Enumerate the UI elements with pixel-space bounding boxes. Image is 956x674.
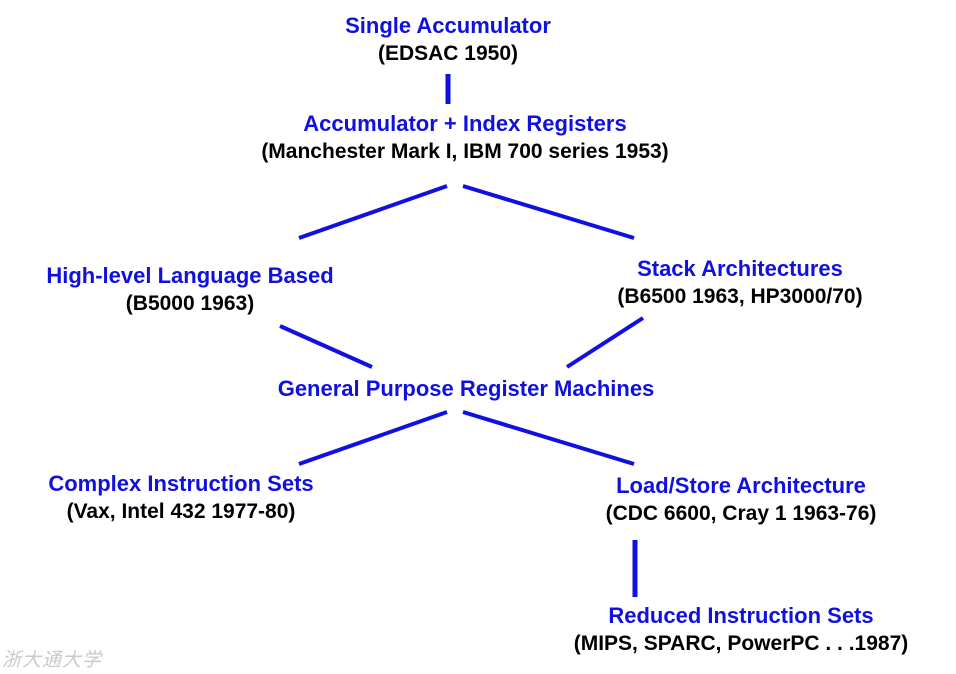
node-complex-instruction: Complex Instruction Sets (Vax, Intel 432… [48,470,313,526]
node-title: Accumulator + Index Registers [303,111,627,136]
node-title: Single Accumulator [345,13,551,38]
node-subtitle: (MIPS, SPARC, PowerPC . . .1987) [573,632,909,655]
node-subtitle: (Vax, Intel 432 1977-80) [66,500,296,523]
node-load-store: Load/Store Architecture (CDC 6600, Cray … [606,472,877,528]
node-accumulator-index: Accumulator + Index Registers (Mancheste… [261,110,668,166]
node-high-level-language: High-level Language Based (B5000 1963) [46,262,333,318]
edge-stack-to-general [565,316,645,369]
edge-general-to-complex [298,410,448,466]
node-subtitle: (B5000 1963) [125,292,255,315]
node-subtitle: (Manchester Mark I, IBM 700 series 1953) [261,140,669,163]
edge-accumulator-to-high-level [298,184,448,240]
edge-general-to-load-store [462,410,635,466]
node-subtitle: (B6500 1963, HP3000/70) [617,285,863,308]
node-reduced-instruction: Reduced Instruction Sets (MIPS, SPARC, P… [574,602,909,658]
node-general-purpose: General Purpose Register Machines [278,375,655,403]
node-title: Stack Architectures [637,256,843,281]
node-single-accumulator: Single Accumulator (EDSAC 1950) [345,12,551,68]
node-subtitle: (CDC 6600, Cray 1 1963-76) [605,502,877,525]
node-subtitle: (EDSAC 1950) [377,42,519,65]
node-title: Load/Store Architecture [616,473,866,498]
node-stack-architectures: Stack Architectures (B6500 1963, HP3000/… [617,255,862,311]
node-title: Complex Instruction Sets [48,471,314,496]
node-title: Reduced Instruction Sets [608,603,874,628]
edge-accumulator-to-stack [462,184,635,240]
university-watermark: 浙大通大学 [2,649,103,671]
node-title: General Purpose Register Machines [277,376,655,401]
node-title: High-level Language Based [46,263,334,288]
edge-high-level-to-general [279,324,373,369]
